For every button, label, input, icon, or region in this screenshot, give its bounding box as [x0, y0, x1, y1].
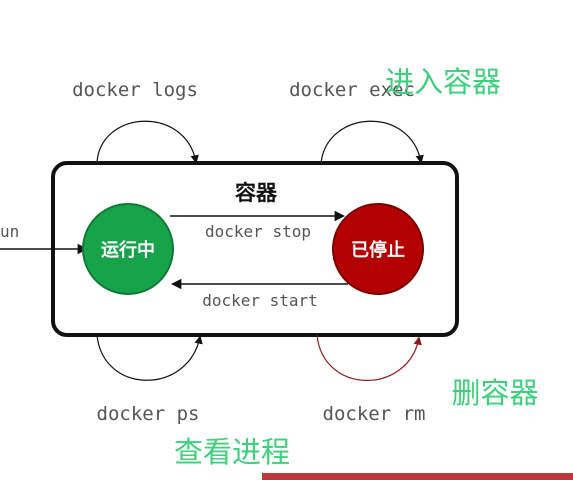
stopped-state-circle — [332, 203, 424, 295]
start-command-label: docker start — [202, 291, 318, 310]
exec-command-label: docker exec — [289, 79, 415, 101]
running-state-circle — [82, 203, 174, 295]
stop-command-label: docker stop — [205, 222, 311, 241]
exec-note: 进入容器 — [385, 65, 501, 99]
ps-loop-arrow — [96, 334, 203, 381]
exec-loop-arrow — [320, 120, 424, 164]
rm-command-label: docker rm — [323, 403, 426, 425]
rm-loop-arrow — [316, 334, 422, 381]
logs-command-label: docker logs — [72, 79, 198, 101]
run-command-label: un — [0, 222, 19, 241]
rm-note: 删容器 — [451, 376, 538, 410]
container-title: 容器 — [235, 181, 278, 205]
stopped-state-label: 已停止 — [351, 239, 405, 261]
running-state-label: 运行中 — [101, 239, 155, 261]
ps-command-label: docker ps — [97, 403, 200, 425]
bottom-edge-bar — [262, 473, 573, 480]
ps-note: 查看进程 — [174, 435, 290, 469]
logs-loop-arrow — [96, 120, 199, 164]
